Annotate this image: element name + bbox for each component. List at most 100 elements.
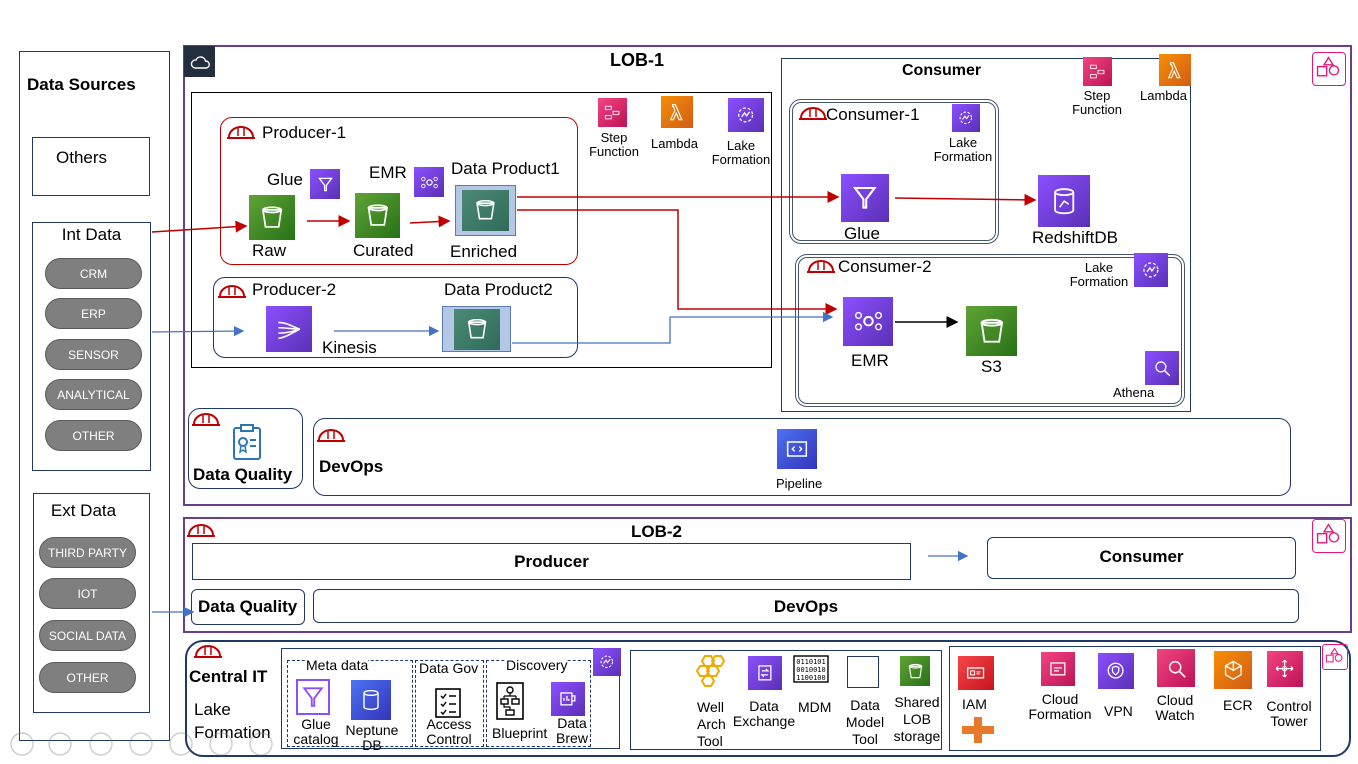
s3-enriched-icon	[462, 190, 509, 231]
data-gov-title: Data Gov	[419, 660, 479, 677]
consumer2-s3-icon	[966, 306, 1017, 356]
access-control-label: Access Control	[426, 716, 472, 748]
ecr-icon	[1214, 651, 1252, 689]
consumer-step-function-label: Step Function	[1072, 88, 1122, 118]
blueprint-label: Blueprint	[492, 725, 548, 741]
kinesis-label: Kinesis	[322, 338, 377, 357]
raw-label: Raw	[252, 241, 287, 260]
lake-formation-label: Lake Formation	[711, 138, 771, 168]
lob2-dq-label: Data Quality	[198, 597, 298, 616]
control-tower-icon	[1267, 651, 1303, 687]
s3-dp2-icon	[454, 309, 500, 350]
producer1-box	[220, 117, 578, 265]
iam-icon	[958, 656, 994, 690]
pill-other-int: OTHER	[45, 420, 142, 451]
lob2-consumer-box	[987, 537, 1296, 579]
plus-icon	[962, 717, 994, 748]
shared-storage-label: Shared LOB storage	[893, 694, 941, 744]
neptune-label: Neptune DB	[345, 722, 399, 754]
red-arrows	[151, 191, 1037, 315]
cloud-icon	[184, 46, 215, 77]
data-gov-group	[415, 660, 484, 747]
blue-arrows	[151, 311, 969, 618]
producer1-glue-label: Glue	[267, 170, 303, 189]
lob1-dq-box	[188, 408, 303, 489]
consumer-step-function-icon	[1083, 57, 1112, 86]
cloud-watch-label: Cloud Watch	[1155, 692, 1195, 724]
consumer1-lake-formation-label: Lake Formation	[933, 135, 993, 165]
int-data-title: Int Data	[61, 225, 122, 244]
governance-box	[281, 648, 620, 749]
producer1-helmet-icon	[226, 124, 256, 145]
cloud-formation-label: Cloud Formation	[1028, 691, 1092, 723]
pill-sensor: SENSOR	[45, 339, 142, 370]
int-data-box	[32, 222, 151, 471]
clipboard-icon	[227, 422, 267, 467]
mdm-label: MDM	[798, 699, 832, 715]
data-exchange-label: Data Exchange	[732, 698, 796, 730]
ext-data-title: Ext Data	[50, 501, 117, 520]
consumer2-lake-formation-icon	[1134, 253, 1168, 287]
blueprint-icon	[495, 681, 525, 726]
meta-data-title: Meta data	[306, 657, 369, 674]
pill-erp: ERP	[45, 298, 142, 329]
consumer2-s3-label: S3	[981, 357, 1002, 376]
cloud-formation-icon	[1041, 652, 1075, 686]
iam-label: IAM	[962, 696, 987, 712]
viewer-controls	[0, 728, 290, 760]
svg-text:0110101: 0110101	[796, 658, 826, 666]
pill-iot: IOT	[39, 578, 136, 609]
lob1-title: LOB-1	[610, 50, 664, 70]
pill-crm: CRM	[45, 258, 142, 289]
athena-label: Athena	[1113, 385, 1155, 400]
lob2-devops-label: DevOps	[773, 597, 839, 616]
kinesis-icon	[266, 306, 312, 352]
others-label: Others	[56, 148, 108, 167]
access-control-icon	[433, 686, 463, 725]
shared-storage-icon	[900, 656, 930, 686]
central-it-container	[185, 640, 1351, 757]
svg-text:1100100: 1100100	[796, 674, 826, 682]
others-box	[32, 137, 150, 196]
consumer2-title: Consumer-2	[838, 257, 932, 276]
data-brew-icon	[551, 682, 585, 716]
data-product2-label: Data Product2	[444, 280, 553, 299]
cloud-watch-icon	[1157, 649, 1195, 687]
central-it-title: Central IT	[189, 667, 268, 686]
lob2-producer-box	[192, 543, 911, 580]
step-function-icon	[598, 98, 627, 127]
vpn-label: VPN	[1104, 703, 1133, 719]
s3-curated-icon	[355, 193, 400, 238]
consumer1-helmet-icon	[798, 105, 828, 126]
producer2-box	[213, 277, 578, 358]
producer2-title: Producer-2	[252, 280, 337, 299]
consumer-lambda-icon	[1159, 54, 1191, 86]
pill-social-data: SOCIAL DATA	[39, 620, 136, 651]
lob1-devops-label: DevOps	[319, 457, 384, 476]
consumer-lambda-label: Lambda	[1140, 88, 1187, 103]
lambda-icon	[661, 96, 693, 128]
producer1-title: Producer-1	[262, 123, 347, 142]
lob2-producer-label: Producer	[514, 552, 589, 571]
consumer1-glue-icon	[841, 174, 889, 222]
pill-other-ext: OTHER	[39, 662, 136, 693]
consumer2-helmet-icon	[806, 258, 836, 279]
consumer1-glue-label: Glue	[844, 224, 880, 243]
curated-label: Curated	[353, 241, 414, 260]
emr-icon-small	[414, 167, 444, 197]
lob1-dq-label: Data Quality	[193, 465, 293, 484]
consumer2-emr-label: EMR	[851, 351, 889, 370]
lambda-label: Lambda	[651, 136, 698, 151]
consumer1-box	[789, 99, 999, 244]
lob1-container	[183, 45, 1352, 506]
glue-icon-small	[310, 169, 340, 199]
data-brew-label: Data Brew	[556, 715, 588, 747]
data-sources-panel	[19, 51, 170, 741]
consumer2-emr-icon	[843, 297, 893, 346]
consumer-area	[781, 58, 1191, 412]
lob2-consumer-label: Consumer	[1099, 547, 1184, 566]
central-lake-formation-icon	[593, 648, 621, 676]
data-product1-label: Data Product1	[451, 159, 560, 178]
data-sources-title: Data Sources	[27, 75, 136, 94]
